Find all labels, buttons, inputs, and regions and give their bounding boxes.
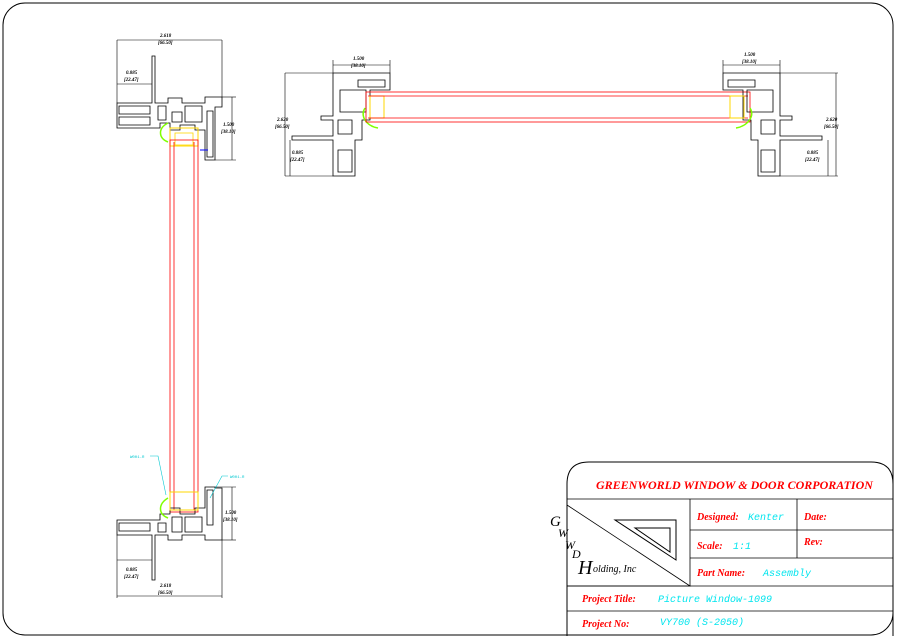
dim-bot-width-mm: [66.50] [158,591,173,596]
logo-holding-text: olding, Inc [593,564,637,575]
bottom-glazing-bead [169,491,199,511]
vertical-section: 2.618 [66.50] 0.885 [22.47] 1.500 [38.10… [116,34,245,598]
scale-value: 1:1 [733,542,751,553]
logo-set-square [613,519,677,561]
dim-left-top-mm: [38.10] [351,64,366,69]
top-glazing-bead [169,127,199,147]
dim-bot-height: 1.500 [225,511,237,516]
company-logo: G W W D H olding, Inc [550,504,692,587]
dim-bot-offset-mm: [22.47] [124,575,139,580]
rev-label: Rev: [803,537,823,548]
horizontal-section: 1.500 [38.10] 2.620 [66.50] 0.885 [22.47… [275,53,839,177]
left-jamb-profile [291,72,391,177]
dim-right-offset-mm: [22.47] [805,158,820,163]
top-glazing-bead-inner [174,132,194,146]
logo-triangle [566,504,692,587]
company-name: GREENWORLD WINDOW & DOOR CORPORATION [596,478,874,492]
top-weatherstrip [159,122,169,143]
dim-left-offset-mm: [22.47] [290,158,305,163]
bottom-weatherstrip [159,497,169,519]
dim-bot-height-mm: [38.10] [223,518,238,523]
dim-left-offset: 0.885 [292,151,304,156]
designed-value: Kenter [748,513,784,524]
logo-letter-g: G [550,514,561,530]
logo-letter-w1: W [558,526,569,540]
designed-label: Designed: [696,512,739,523]
dim-top-height-mm: [38.10] [221,130,236,135]
dim-top-offset-mm: [22.47] [124,78,139,83]
dim-left-height-mm: [66.50] [275,125,290,130]
project-no-label: Project No: [582,619,630,630]
logo-letter-h: H [577,557,594,579]
right-jamb-profile [722,72,823,177]
dim-right-offset: 0.885 [807,151,819,156]
dim-left-top: 1.500 [353,57,365,62]
title-block-border [566,461,894,636]
date-label: Date: [803,512,827,523]
left-weatherstrip [362,107,379,129]
dim-top-width: 2.618 [159,34,172,39]
horizontal-dimension-lines [284,60,838,177]
left-glazing-bead [369,95,385,119]
dim-left-height: 2.620 [276,118,289,123]
glass-unit-horizontal [365,91,751,123]
right-glazing-bead [729,95,745,119]
part-name-value: Assembly [762,568,812,580]
project-no-value: VY700 (S-2050) [660,617,744,629]
dim-bot-offset: 0.885 [126,568,138,573]
callout-left: W001-R [130,456,145,460]
dim-top-offset: 0.885 [126,71,138,76]
logo-letter-d: D [571,547,581,561]
bottom-frame-profile [116,486,223,581]
dim-top-width-mm: [66.50] [158,41,173,46]
dim-right-height-mm: [66.50] [824,125,839,130]
glass-unit-vertical [169,139,199,513]
dim-right-top-mm: [38.10] [742,60,757,65]
project-title-value: Picture Window-1099 [658,594,772,606]
title-block: GREENWORLD WINDOW & DOOR CORPORATION G W… [550,461,894,636]
dim-right-top: 1.500 [744,53,756,58]
callout-leaders [150,455,228,499]
right-weatherstrip [735,107,753,129]
dim-right-height: 2.620 [825,118,838,123]
dim-bot-width: 2.618 [159,584,172,589]
callout-right: W001-R [230,476,245,480]
logo-letter-w2: W [565,538,576,552]
top-frame-profile [116,55,223,161]
part-name-label: Part Name: [697,568,745,579]
project-title-label: Project Title: [582,594,636,605]
vertical-dimension-lines [116,39,236,598]
scale-label: Scale: [697,541,723,552]
dim-top-height: 1.500 [223,123,235,128]
